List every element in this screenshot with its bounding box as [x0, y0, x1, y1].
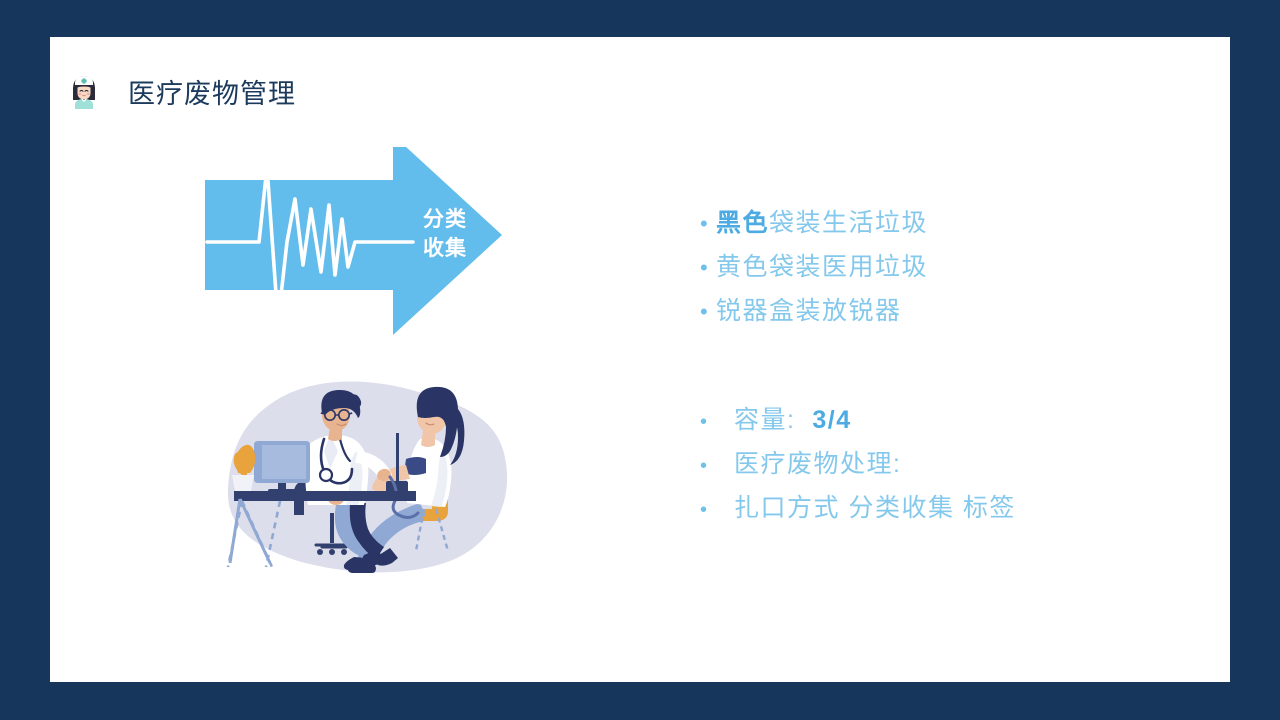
bullet-marker: •: [700, 299, 708, 324]
list-item: • 医疗废物处理:: [700, 444, 1016, 488]
bullet-text: 黑色袋装生活垃圾: [716, 203, 928, 239]
nurse-icon: [68, 73, 100, 109]
arrow-label-line2: 收集: [423, 237, 467, 260]
arrow-shape: [205, 147, 502, 335]
slide-header: 医疗废物管理: [68, 67, 296, 115]
waste-bag-bullet-list: • 黑色袋装生活垃圾 • 黄色袋装医用垃圾 • 锐器盒装放锐器: [700, 202, 928, 334]
waste-handling-bullet-list: • 容量: 3/4 • 医疗废物处理: • 扎口方式 分类收集 标签: [700, 400, 1016, 532]
bullet-rest: 袋装生活垃圾: [769, 209, 929, 237]
bullet-emphasis: 黑色: [716, 209, 770, 237]
bullet-text: 扎口方式 分类收集 标签: [734, 494, 1016, 522]
list-item: • 锐器盒装放锐器: [700, 290, 928, 334]
list-item: • 容量: 3/4: [700, 400, 1016, 444]
page-title: 医疗废物管理: [128, 78, 296, 109]
arrow-label-line1: 分类: [423, 208, 467, 231]
list-item: • 黑色袋装生活垃圾: [700, 202, 928, 246]
bullet-lead: 容量:: [734, 406, 796, 434]
bullet-marker: •: [700, 411, 708, 433]
bullet-marker: •: [700, 455, 708, 477]
bullet-text: 容量: 3/4: [734, 400, 852, 436]
bullet-text: 医疗废物处理:: [734, 450, 902, 478]
bullet-text: 黄色袋装医用垃圾: [716, 253, 929, 281]
doctor-patient-illustration: [220, 377, 520, 577]
arrow-label: 分类 收集: [400, 205, 490, 263]
bullet-marker: •: [700, 211, 708, 236]
bullet-marker: •: [700, 255, 708, 280]
slide-card: 医疗废物管理 分类 收集: [50, 37, 1230, 682]
list-item: • 黄色袋装医用垃圾: [700, 246, 928, 290]
ecg-heartbeat-icon: [205, 165, 415, 324]
list-item: • 扎口方式 分类收集 标签: [700, 488, 1016, 532]
bullet-text: 锐器盒装放锐器: [716, 297, 902, 325]
bullet-emphasis: 3/4: [812, 406, 852, 434]
bullet-marker: •: [700, 499, 708, 521]
classification-collection-arrow: 分类 收集: [205, 147, 575, 357]
